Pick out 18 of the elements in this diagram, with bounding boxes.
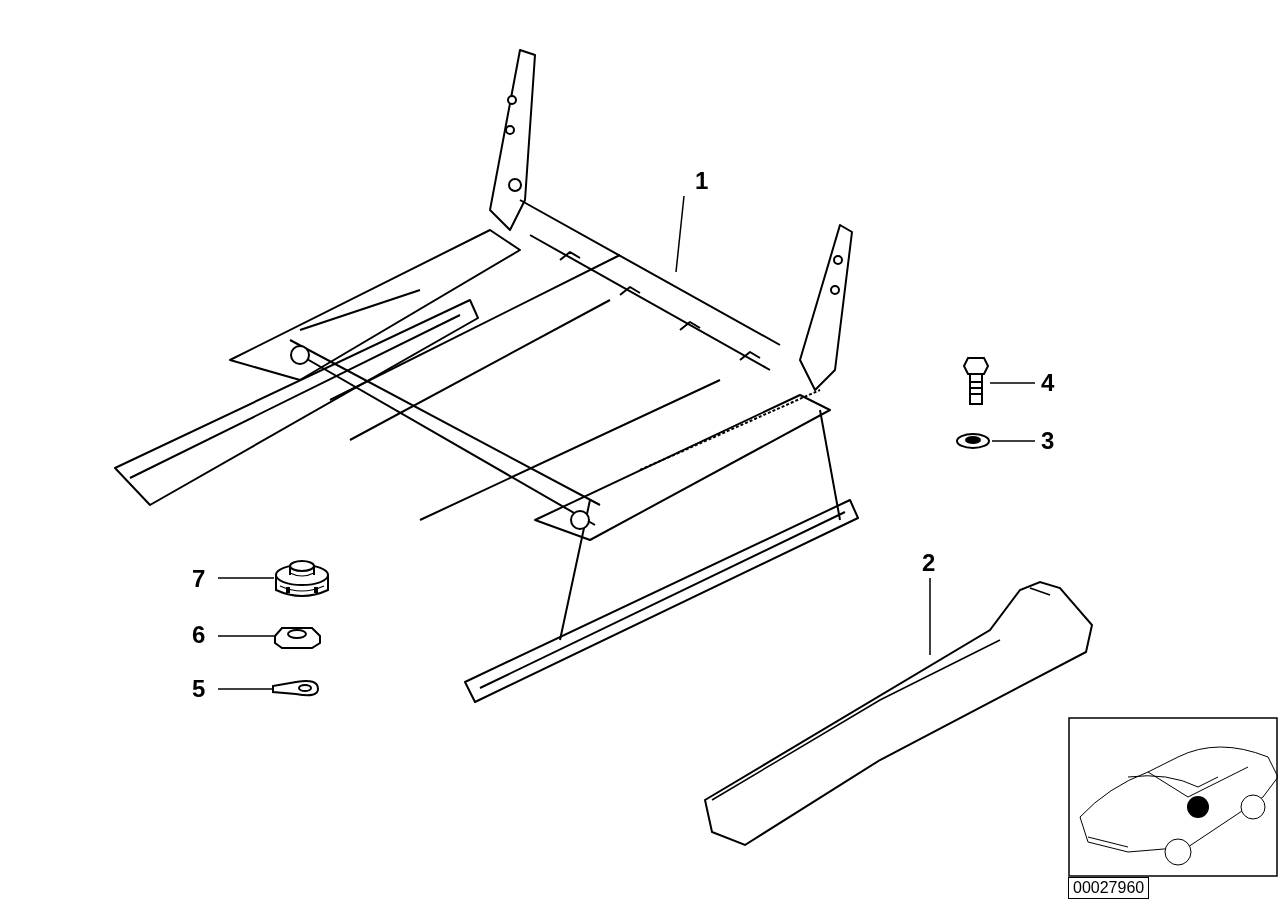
callout-number: 4	[1041, 370, 1055, 396]
callout-number: 7	[192, 566, 206, 592]
callout-number: 6	[192, 622, 206, 648]
callout-number: 2	[922, 550, 936, 576]
buffer-drawing	[272, 560, 332, 600]
drawing-number: 00027960	[1068, 877, 1150, 899]
washer-drawing	[954, 430, 992, 452]
leader-line	[675, 195, 685, 273]
callout-number: 3	[1041, 428, 1055, 454]
leader-line	[217, 635, 275, 637]
leader-line	[989, 382, 1036, 384]
leader-line	[217, 577, 275, 579]
leader-line	[991, 440, 1036, 442]
callout-number: 1	[695, 168, 709, 194]
bolt-drawing	[960, 355, 992, 407]
callout-number: 5	[192, 676, 206, 702]
leader-line	[929, 577, 931, 656]
leader-line	[217, 688, 273, 690]
